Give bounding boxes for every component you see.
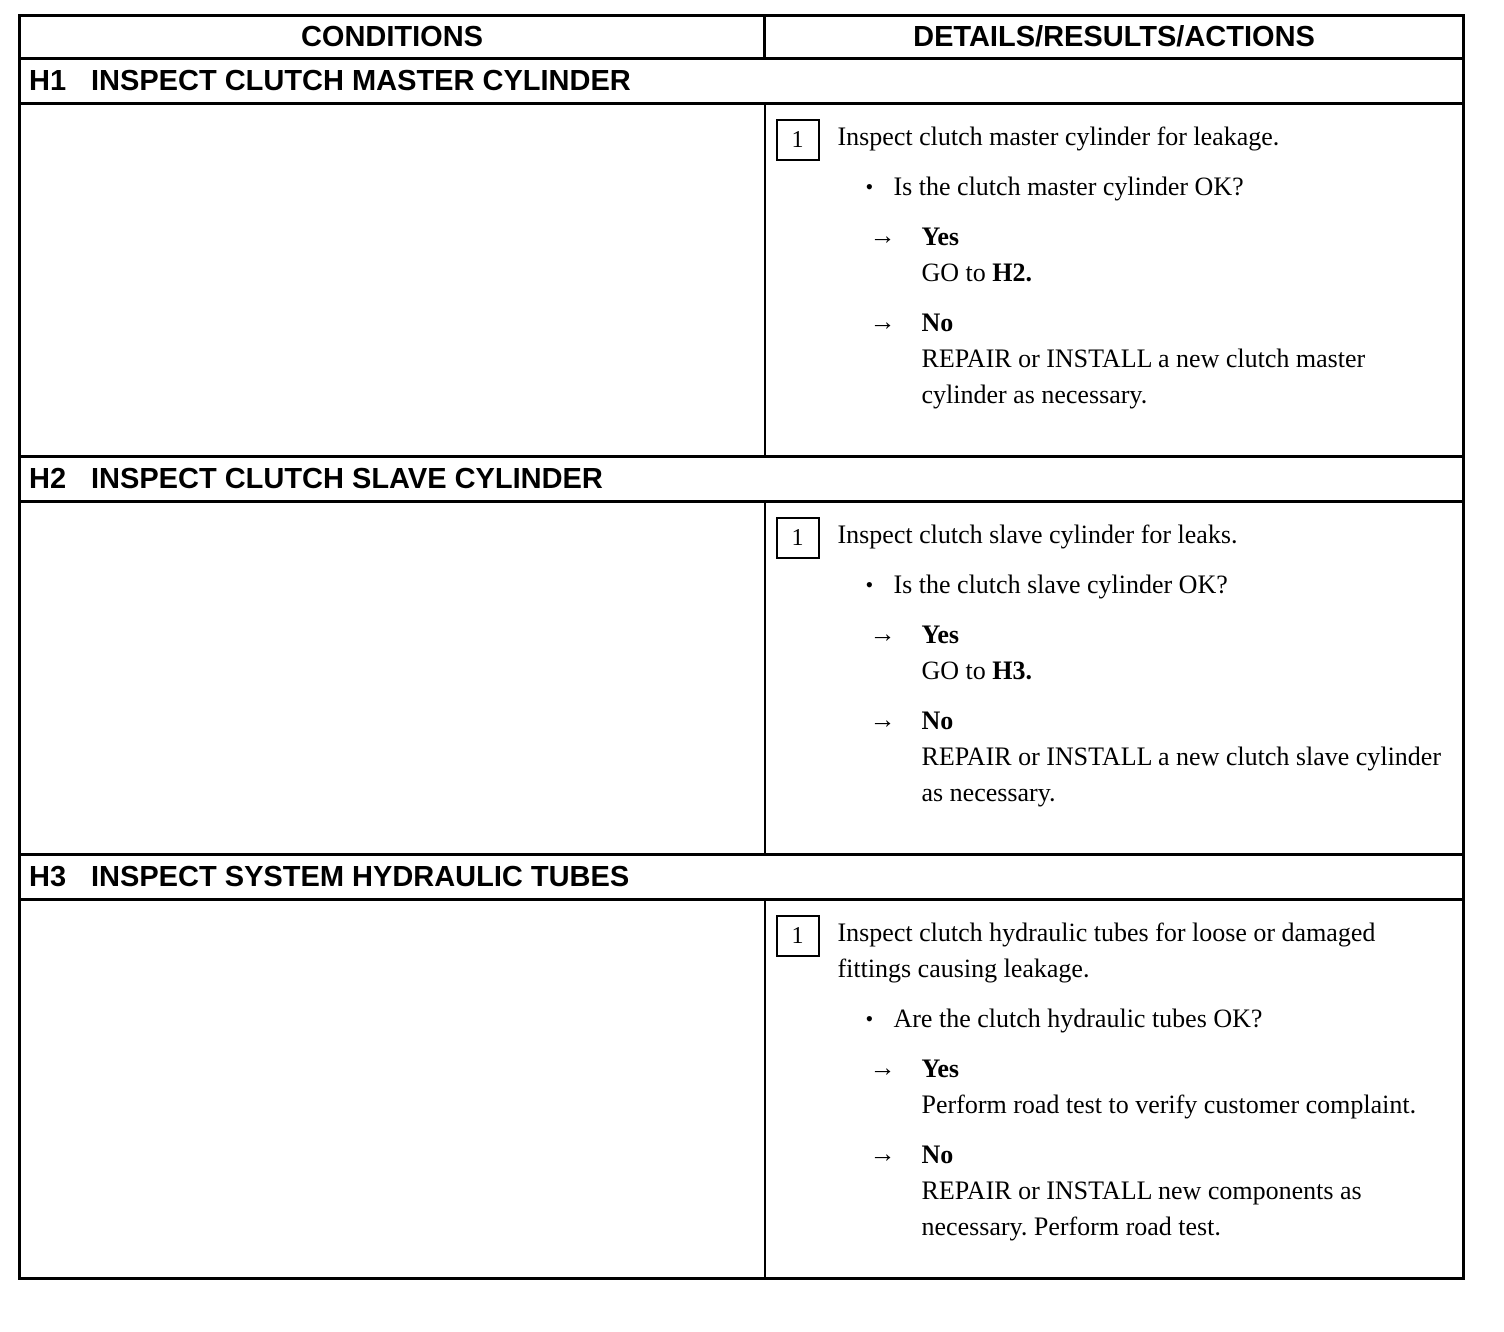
action-text: GO to	[921, 656, 993, 685]
substep-number-box: 1	[775, 119, 820, 161]
result-action: GO to H3.	[922, 653, 1443, 689]
step-title-h3: H3 INSPECT SYSTEM HYDRAULIC TUBES	[18, 853, 1465, 901]
step-title-row-h3: H3 INSPECT SYSTEM HYDRAULIC TUBES	[18, 853, 1465, 901]
arrow-right-icon: →	[869, 1053, 896, 1082]
step-body-row-h2: 1 Inspect clutch slave cylinder for leak…	[18, 500, 1465, 856]
result-action: REPAIR or INSTALL a new clutch slave cyl…	[921, 742, 1442, 807]
details-cell: 1 Inspect clutch hydraulic tubes for loo…	[763, 898, 1465, 1280]
details-cell: 1 Inspect clutch slave cylinder for leak…	[763, 500, 1465, 856]
step-title-h1: H1 INSPECT CLUTCH MASTER CYLINDER	[18, 57, 1465, 105]
arrow-right-icon: →	[869, 705, 896, 734]
substep-block: 1 Inspect clutch slave cylinder for leak…	[766, 503, 1463, 811]
question: • Are the clutch hydraulic tubes OK?	[838, 1001, 1443, 1037]
arrow-right-icon: →	[869, 619, 896, 648]
action-text: GO to	[921, 258, 993, 287]
conditions-cell	[18, 500, 766, 856]
arrow-right-icon: →	[869, 221, 896, 250]
step-title: INSPECT CLUTCH SLAVE CYLINDER	[91, 462, 603, 495]
result-label: Yes	[921, 1054, 960, 1083]
step-title-row-h1: H1 INSPECT CLUTCH MASTER CYLINDER	[18, 57, 1465, 105]
result-no: → No REPAIR or INSTALL a new clutch mast…	[838, 305, 1443, 413]
arrow-right-icon: →	[869, 307, 896, 336]
substep-block: 1 Inspect clutch hydraulic tubes for loo…	[766, 901, 1463, 1245]
step-title: INSPECT CLUTCH MASTER CYLINDER	[91, 64, 631, 97]
step-code: H1	[29, 64, 67, 97]
step-title-h2: H2 INSPECT CLUTCH SLAVE CYLINDER	[18, 455, 1465, 503]
question-text: Is the clutch slave cylinder OK?	[893, 570, 1228, 599]
bullet-icon: •	[865, 174, 874, 199]
step-body-row-h1: 1 Inspect clutch master cylinder for lea…	[18, 102, 1465, 458]
result-label: Yes	[921, 222, 960, 251]
step-reference: H2.	[992, 258, 1033, 287]
conditions-cell	[18, 102, 766, 458]
result-yes: → Yes GO to H2.	[838, 219, 1443, 291]
substep-instruction: Inspect clutch master cylinder for leaka…	[837, 122, 1280, 151]
substep-number-box: 1	[775, 517, 820, 559]
result-yes: → Yes Perform road test to verify custom…	[838, 1051, 1443, 1123]
substep-instruction: Inspect clutch hydraulic tubes for loose…	[837, 918, 1376, 983]
table-header-row: CONDITIONS DETAILS/RESULTS/ACTIONS	[18, 14, 1465, 60]
step-title-row-h2: H2 INSPECT CLUTCH SLAVE CYLINDER	[18, 455, 1465, 503]
question: • Is the clutch master cylinder OK?	[838, 169, 1443, 205]
result-label: No	[921, 706, 954, 735]
step-body-row-h3: 1 Inspect clutch hydraulic tubes for loo…	[18, 898, 1465, 1280]
arrow-right-icon: →	[869, 1139, 896, 1168]
question-text: Are the clutch hydraulic tubes OK?	[893, 1004, 1263, 1033]
details-header: DETAILS/RESULTS/ACTIONS	[763, 14, 1465, 60]
result-action: GO to H2.	[922, 255, 1443, 291]
bullet-icon: •	[865, 1006, 874, 1031]
result-label: No	[921, 308, 954, 337]
question-text: Is the clutch master cylinder OK?	[893, 172, 1244, 201]
substep-block: 1 Inspect clutch master cylinder for lea…	[766, 105, 1463, 413]
step-title: INSPECT SYSTEM HYDRAULIC TUBES	[91, 860, 630, 893]
conditions-cell	[18, 898, 766, 1280]
step-code: H3	[29, 860, 67, 893]
result-label: Yes	[921, 620, 960, 649]
result-action: REPAIR or INSTALL a new clutch master cy…	[921, 344, 1366, 409]
result-label: No	[921, 1140, 954, 1169]
bullet-icon: •	[865, 572, 874, 597]
result-no: → No REPAIR or INSTALL a new clutch slav…	[838, 703, 1443, 811]
result-no: → No REPAIR or INSTALL new components as…	[838, 1137, 1443, 1245]
result-yes: → Yes GO to H3.	[838, 617, 1443, 689]
details-cell: 1 Inspect clutch master cylinder for lea…	[763, 102, 1465, 458]
question: • Is the clutch slave cylinder OK?	[838, 567, 1443, 603]
conditions-header: CONDITIONS	[18, 14, 766, 60]
result-action: REPAIR or INSTALL new components as nece…	[921, 1176, 1362, 1241]
substep-instruction: Inspect clutch slave cylinder for leaks.	[837, 520, 1238, 549]
step-reference: H3.	[992, 656, 1033, 685]
result-action: Perform road test to verify customer com…	[921, 1090, 1417, 1119]
step-code: H2	[29, 462, 67, 495]
substep-number-box: 1	[775, 915, 820, 957]
